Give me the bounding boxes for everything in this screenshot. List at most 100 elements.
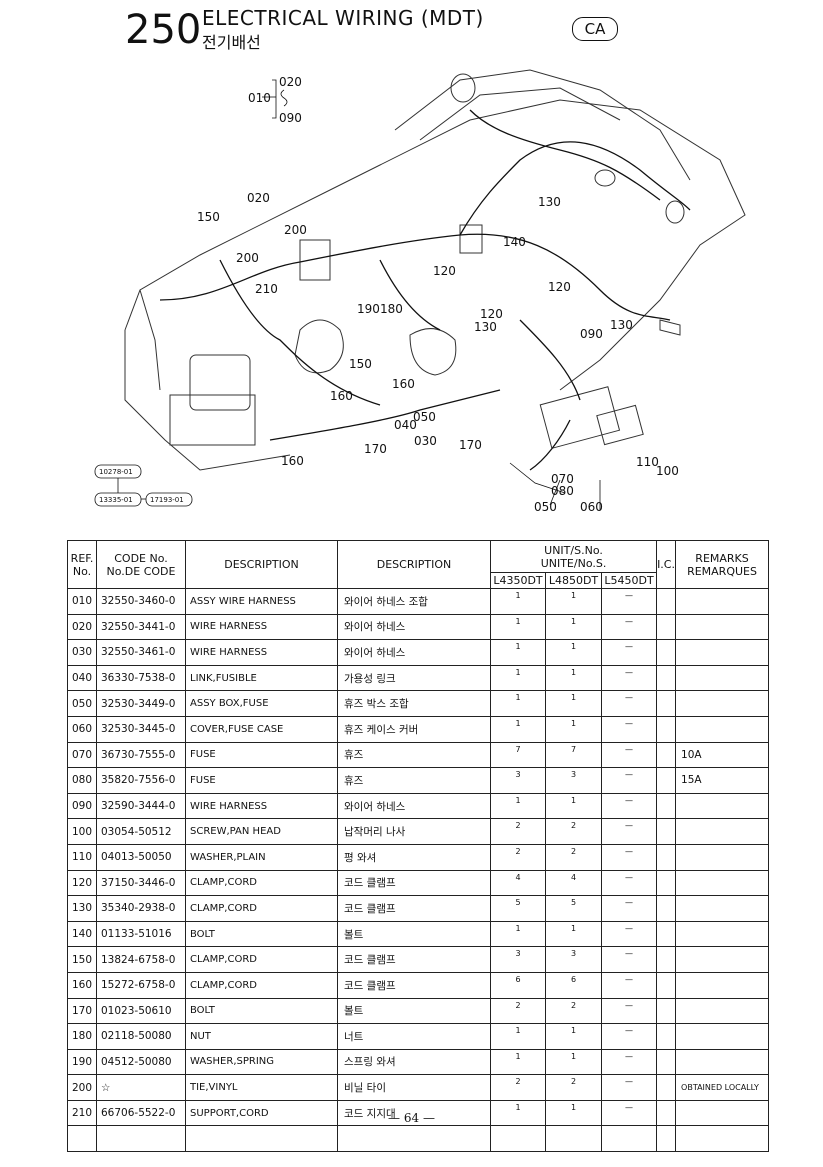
remarks-cell	[675, 1125, 770, 1153]
qty-cell: —	[600, 971, 658, 999]
qty-cell: 1	[545, 1023, 602, 1050]
remarks-cell	[675, 792, 770, 820]
ref-cell: 200	[67, 1074, 97, 1101]
code-cell: 01133-51016	[96, 920, 186, 948]
remarks-cell	[675, 588, 770, 615]
qty-cell: 1	[490, 1048, 546, 1076]
code-cell: 35340-2938-0	[96, 895, 186, 922]
qty-cell: 2	[490, 997, 546, 1025]
callout-label: 090	[279, 111, 302, 125]
callout-label: 020	[279, 75, 302, 89]
description-korean-cell: 휴즈	[337, 767, 491, 794]
description-korean-cell: 비닐 타이	[337, 1074, 491, 1101]
description-korean-cell: 휴즈 박스 조합	[337, 690, 491, 717]
qty-cell: 7	[545, 741, 602, 769]
qty-cell: —	[600, 818, 658, 845]
qty-cell: 2	[545, 843, 602, 871]
callout-label: 200	[284, 223, 307, 237]
description-korean-cell: 코드 클램프	[337, 971, 491, 999]
code-cell: 32550-3460-0	[96, 588, 186, 615]
ic-cell	[656, 715, 677, 743]
callout-label: 130	[538, 195, 561, 209]
qty-cell: —	[600, 741, 658, 769]
qty-cell: —	[600, 1048, 658, 1076]
callout-label: 150	[197, 210, 220, 224]
ref-cell: 160	[67, 971, 97, 999]
code-cell	[96, 1125, 186, 1153]
callout-label: 200	[236, 251, 259, 265]
callout-label: 190	[357, 302, 380, 316]
ref-cell: 150	[67, 946, 97, 973]
callout-label: 070	[551, 472, 574, 486]
callout-label: 030	[414, 434, 437, 448]
callout-label: 090	[580, 327, 603, 341]
qty-cell: 4	[490, 869, 546, 897]
callout-label: 050	[413, 410, 436, 424]
qty-cell	[600, 1125, 658, 1153]
remarks-cell	[675, 690, 770, 717]
ref-cell: 030	[67, 639, 97, 666]
callout-label: 120	[548, 280, 571, 294]
remarks-cell	[675, 613, 770, 641]
remarks-cell	[675, 895, 770, 922]
qty-cell: 1	[545, 1048, 602, 1076]
qty-cell: 1	[545, 588, 602, 615]
description-korean-cell: 코드 지지대	[337, 1099, 491, 1127]
ic-cell	[656, 818, 677, 845]
page-title-korean: 전기배선	[202, 33, 261, 52]
description-cell: CLAMP,CORD	[185, 946, 338, 973]
qty-cell: 1	[490, 639, 546, 666]
remarks-cell	[675, 843, 770, 871]
code-cell: 32590-3444-0	[96, 792, 186, 820]
code-cell: 32550-3461-0	[96, 639, 186, 666]
description-cell: SCREW,PAN HEAD	[185, 818, 338, 845]
description-cell: CLAMP,CORD	[185, 895, 338, 922]
ic-cell	[656, 767, 677, 794]
ic-cell	[656, 741, 677, 769]
description-korean-cell: 평 와셔	[337, 843, 491, 871]
description-cell: CLAMP,CORD	[185, 971, 338, 999]
qty-cell: 1	[490, 690, 546, 717]
description-cell: COVER,FUSE CASE	[185, 715, 338, 743]
qty-cell: —	[600, 792, 658, 820]
callout-label: 120	[433, 264, 456, 278]
callout-label: 040	[394, 418, 417, 432]
code-cell: 02118-50080	[96, 1023, 186, 1050]
ref-cell: 100	[67, 818, 97, 845]
qty-cell: 1	[545, 613, 602, 641]
qty-cell: —	[600, 843, 658, 871]
qty-cell: 1	[490, 792, 546, 820]
ref-cell: 040	[67, 664, 97, 692]
code-cell: 15272-6758-0	[96, 971, 186, 999]
description-korean-cell: 코드 클램프	[337, 869, 491, 897]
remarks-cell: 15A	[675, 767, 770, 794]
qty-cell: 3	[545, 946, 602, 973]
qty-cell: —	[600, 639, 658, 666]
description-korean-cell: 와이어 하네스	[337, 613, 491, 641]
description-cell: WASHER,PLAIN	[185, 843, 338, 871]
qty-cell: 3	[490, 946, 546, 973]
remarks-cell	[675, 971, 770, 999]
ic-cell	[656, 588, 677, 615]
callout-label: 170	[364, 442, 387, 456]
ref-cell: 130	[67, 895, 97, 922]
ref-cell: 120	[67, 869, 97, 897]
qty-cell: —	[600, 664, 658, 692]
code-cell: 32530-3449-0	[96, 690, 186, 717]
description-cell: LINK,FUSIBLE	[185, 664, 338, 692]
description-cell: WIRE HARNESS	[185, 792, 338, 820]
qty-cell: —	[600, 946, 658, 973]
qty-cell: 2	[490, 843, 546, 871]
description-cell: BOLT	[185, 997, 338, 1025]
description-cell: NUT	[185, 1023, 338, 1050]
